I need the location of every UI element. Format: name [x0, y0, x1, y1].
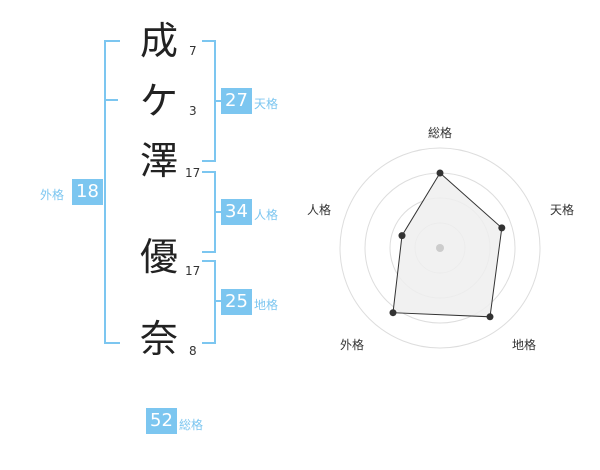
- name-char-2: ケ: [139, 79, 178, 123]
- name-char-4: 優: [139, 235, 178, 279]
- chikaku-connector: [214, 300, 222, 302]
- name-char-3: 澤: [139, 139, 178, 183]
- stroke-count-5: 8: [189, 344, 197, 358]
- chikaku-bracket: [202, 260, 216, 344]
- radar-points: [389, 169, 506, 321]
- name-char-5: 奈: [139, 317, 178, 361]
- stroke-count-3: 17: [185, 166, 201, 180]
- radar-label-tenkaku: 天格: [550, 203, 575, 217]
- radar-point-chikaku: [486, 313, 494, 321]
- radar-point-soukaku: [436, 169, 444, 177]
- jinkaku-value: 34: [221, 199, 252, 225]
- chikaku-label: 地格: [254, 298, 279, 312]
- gaikaku-label: 外格: [40, 188, 65, 202]
- radar-point-jinkaku: [398, 232, 406, 240]
- radar-label-chikaku: 地格: [512, 338, 537, 352]
- radar-label-gaikaku: 外格: [340, 338, 365, 352]
- chikaku-value: 25: [221, 289, 252, 315]
- radar-polygon: [392, 172, 503, 318]
- jinkaku-connector: [214, 211, 222, 213]
- radar-label-jinkaku: 人格: [307, 203, 332, 217]
- radar-label-soukaku: 総格: [428, 126, 453, 140]
- stroke-count-2: 3: [189, 104, 197, 118]
- tenkaku-connector: [214, 100, 222, 102]
- radar-point-tenkaku: [498, 224, 506, 232]
- soukaku-value: 52: [146, 408, 177, 434]
- gaikaku-tick: [104, 99, 118, 101]
- gaikaku-bracket: [104, 40, 120, 344]
- tenkaku-label: 天格: [254, 97, 279, 111]
- radar-center-dot: [436, 244, 444, 252]
- soukaku-label: 総格: [179, 418, 204, 432]
- radar-ring-outer: [339, 147, 541, 349]
- stroke-count-1: 7: [189, 44, 197, 58]
- tenkaku-value: 27: [221, 88, 252, 114]
- radar-point-gaikaku: [389, 309, 397, 317]
- jinkaku-label: 人格: [254, 208, 279, 222]
- stroke-count-4: 17: [185, 264, 201, 278]
- gaikaku-value: 18: [72, 179, 103, 205]
- name-char-1: 成: [139, 19, 178, 63]
